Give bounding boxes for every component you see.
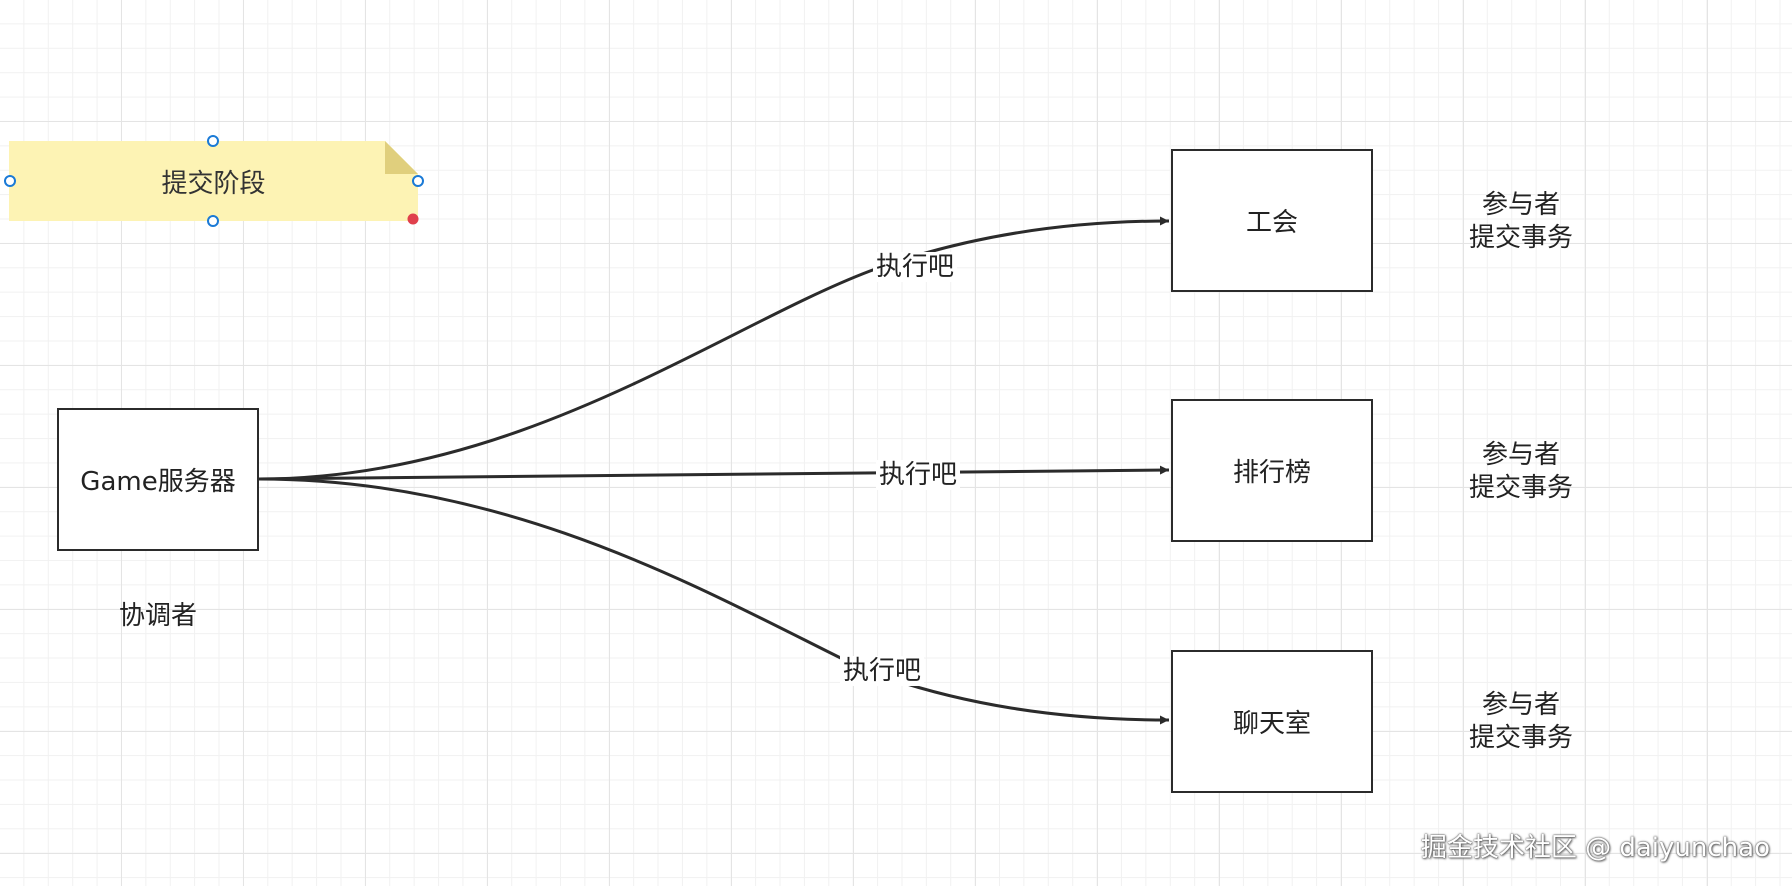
participant-label-leaderboard: 排行榜 [1232, 458, 1311, 488]
coordinator-box[interactable]: Game服务器 [57, 408, 259, 551]
participant-box-guild[interactable]: 工会 [1171, 149, 1373, 292]
participant-role-guild: 参与者 提交事务 [1440, 189, 1602, 255]
coordinator-label: Game服务器 [80, 467, 236, 497]
resize-handle-top[interactable] [207, 135, 219, 147]
phase-note[interactable]: 提交阶段 [9, 141, 418, 221]
edge-to-guild[interactable] [258, 216, 1170, 481]
role-line: 参与者 [1481, 690, 1560, 720]
edge-label-guild[interactable]: 执行吧 [872, 252, 958, 282]
edge-to-leaderboard[interactable] [258, 465, 1170, 481]
role-line: 提交事务 [1468, 723, 1573, 753]
participant-box-leaderboard[interactable]: 排行榜 [1171, 399, 1373, 542]
coordinator-role: 协调者 [118, 601, 197, 631]
watermark: 掘金技术社区 @ daiyunchao [1420, 833, 1770, 863]
note-shape [9, 141, 418, 221]
resize-handle-left[interactable] [4, 175, 16, 187]
participant-role-chatroom: 参与者 提交事务 [1440, 689, 1602, 755]
role-line: 参与者 [1481, 190, 1560, 220]
connection-point-dot[interactable] [407, 213, 419, 225]
edge-label-chatroom[interactable]: 执行吧 [839, 656, 925, 686]
participant-label-chatroom: 聊天室 [1232, 709, 1311, 739]
phase-note-label: 提交阶段 [161, 168, 266, 199]
edge-to-chatroom[interactable] [258, 477, 1170, 725]
role-line: 参与者 [1481, 440, 1560, 470]
participant-box-chatroom[interactable]: 聊天室 [1171, 650, 1373, 793]
resize-handle-bottom[interactable] [207, 215, 219, 227]
edge-label-leaderboard[interactable]: 执行吧 [875, 460, 961, 490]
role-line: 提交事务 [1468, 223, 1573, 253]
role-line: 提交事务 [1468, 473, 1573, 503]
resize-handle-right[interactable] [412, 175, 424, 187]
participant-label-guild: 工会 [1245, 208, 1298, 238]
participant-role-leaderboard: 参与者 提交事务 [1440, 439, 1602, 505]
